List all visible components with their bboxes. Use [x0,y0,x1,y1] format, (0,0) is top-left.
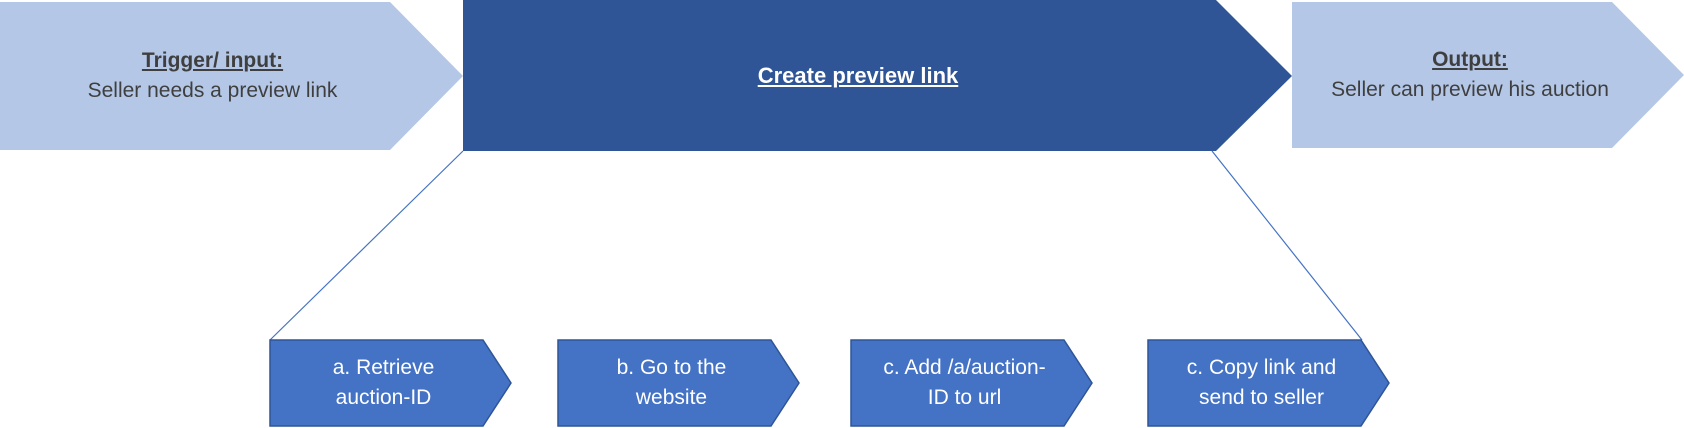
main-process-chevron [463,0,1292,151]
step-label-c-copy: c. Copy link and send to seller [1148,340,1375,426]
step-a-line1: a. Retrieve [332,356,435,379]
connector-line-left [269,150,464,341]
trigger-text: Seller needs a preview link [87,79,338,102]
process-label: Create preview link [463,0,1253,151]
trigger-label: Trigger/ input: Seller needs a preview l… [0,2,425,150]
step-chevron-a [269,339,512,427]
step-c-copy-line1: c. Copy link and [1186,356,1337,379]
step-chevron-c-add [850,339,1093,427]
output-heading: Output: [1432,48,1508,71]
step-c-copy-line2: send to seller [1199,386,1324,409]
step-c-add-line1: c. Add /a/auction- [883,356,1046,379]
output-chevron [1292,2,1684,148]
trigger-heading: Trigger/ input: [141,49,284,72]
output-label: Output: Seller can preview his auction [1292,2,1648,148]
process-title: Create preview link [757,62,959,88]
step-label-a: a. Retrieve auction-ID [270,340,497,426]
trigger-chevron [0,2,463,150]
step-chevron-b [557,339,800,427]
step-c-add-line2: ID to url [927,386,1002,409]
step-b-line1: b. Go to the [616,356,727,379]
connector-line-right [1211,150,1363,341]
step-a-line2: auction-ID [335,386,432,409]
step-label-c-add: c. Add /a/auction- ID to url [851,340,1078,426]
output-text: Seller can preview his auction [1331,78,1609,101]
step-label-b: b. Go to the website [558,340,785,426]
step-chevron-c-copy [1147,339,1390,427]
step-b-line2: website [635,386,708,409]
